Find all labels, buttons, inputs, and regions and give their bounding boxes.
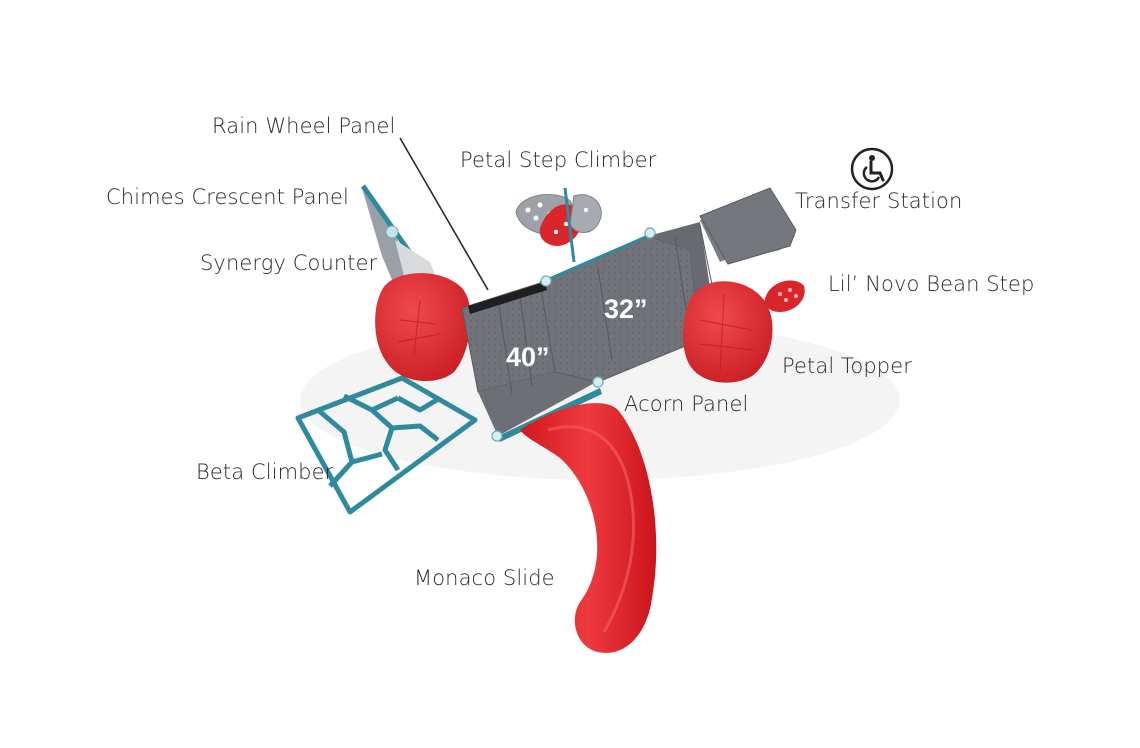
deck-height-40: 40” [506,344,550,371]
label-lil-novo-bean-step: Lil’ Novo Bean Step [828,274,1034,295]
label-monaco-slide: Monaco Slide [414,568,555,589]
lil-novo-bean-step [765,281,805,312]
label-acorn-panel: Acorn Panel [624,394,748,415]
label-transfer-station: Transfer Station [795,191,962,212]
petal-step-climber [516,188,601,262]
label-chimes-crescent-panel: Chimes Crescent Panel [106,187,349,208]
label-petal-topper: Petal Topper [782,356,912,377]
synergy-counter-dome [375,273,471,381]
deck-height-32: 32” [604,296,648,323]
monaco-slide [520,403,656,653]
label-rain-wheel-panel: Rain Wheel Panel [212,116,396,137]
label-synergy-counter: Synergy Counter [200,253,377,274]
petal-topper-dome [683,281,773,382]
label-beta-climber: Beta Climber [196,462,333,483]
wheelchair-accessible-icon [850,147,894,191]
label-petal-step-climber: Petal Step Climber [460,150,656,171]
